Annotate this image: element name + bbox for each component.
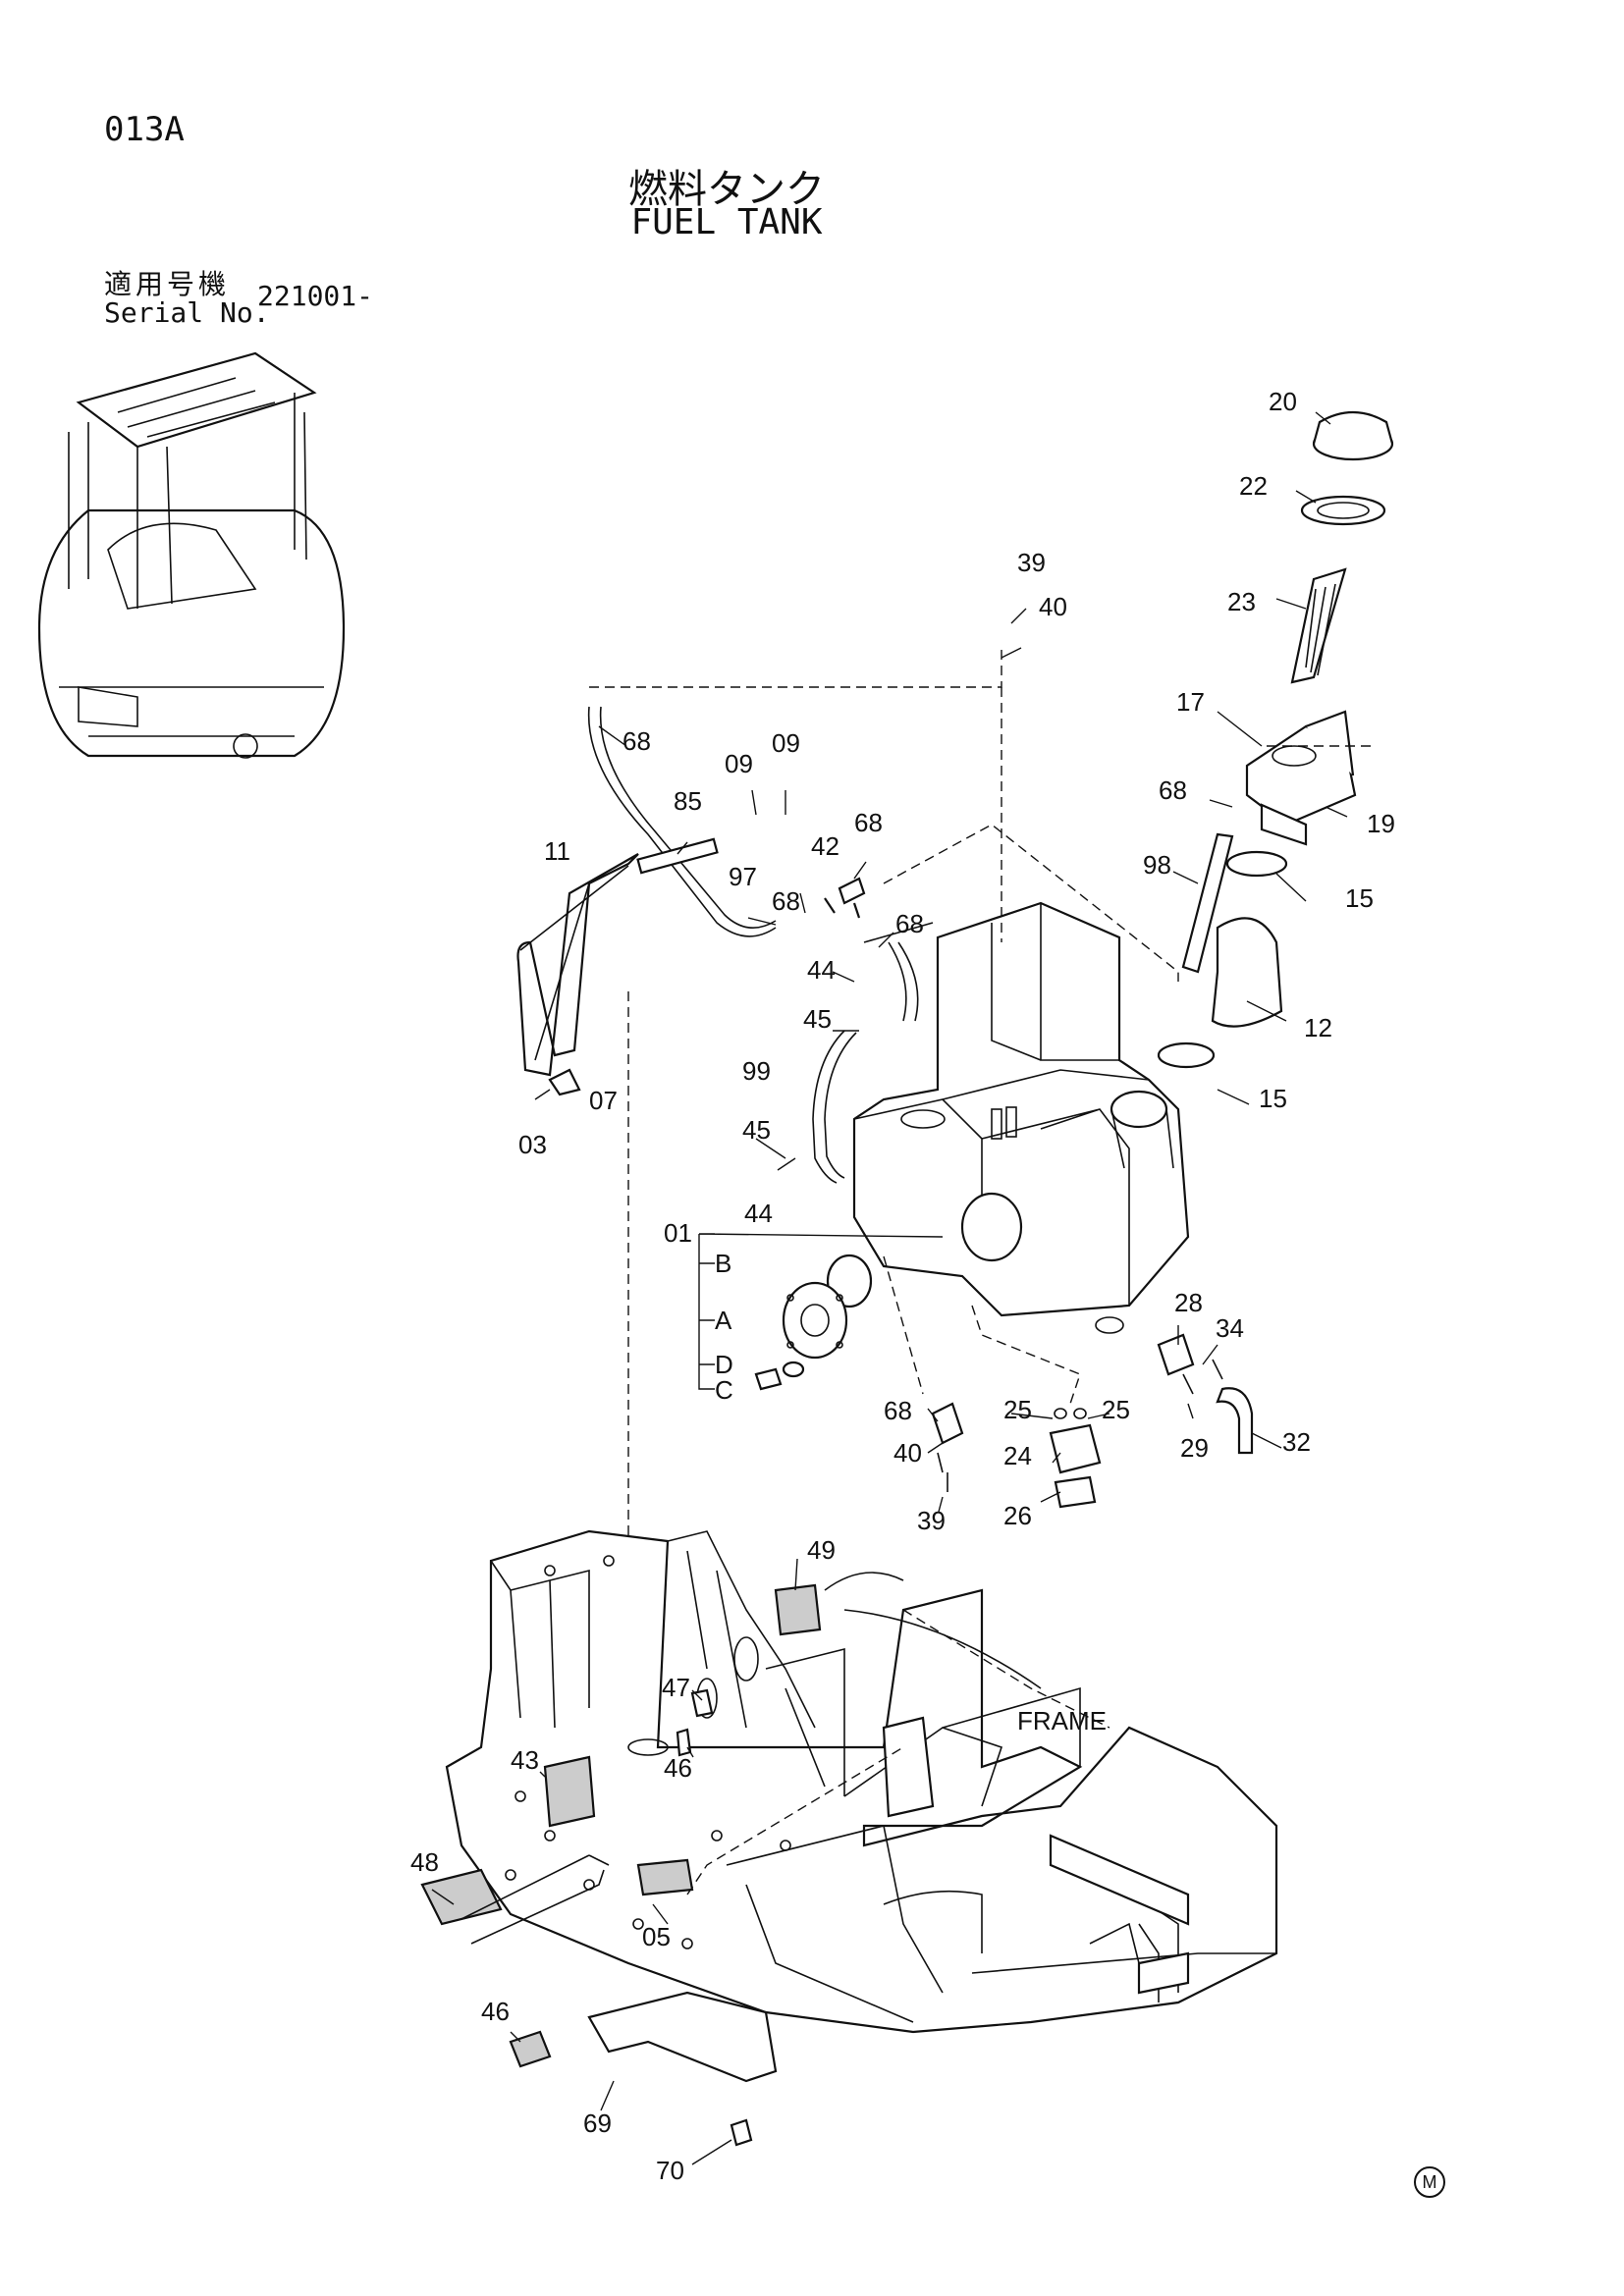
callout-label: 25 bbox=[1003, 1395, 1032, 1424]
callout-label: 97 bbox=[729, 862, 757, 891]
callout-label: 09 bbox=[772, 728, 800, 758]
callout-label: 29 bbox=[1180, 1433, 1209, 1463]
title-japanese: 燃料タンク bbox=[628, 167, 825, 212]
callout-label: 05 bbox=[642, 1922, 671, 1951]
callout-label: 40 bbox=[1039, 592, 1067, 621]
callout-label: 48 bbox=[410, 1847, 439, 1877]
callout-label: 68 bbox=[895, 909, 924, 938]
callout-label: 26 bbox=[1003, 1501, 1032, 1530]
callout-label: 44 bbox=[807, 955, 836, 985]
page-code: 013A bbox=[104, 110, 185, 149]
callout-label: 28 bbox=[1174, 1288, 1203, 1317]
callout-label: 15 bbox=[1345, 883, 1374, 913]
callout-label: 15 bbox=[1259, 1084, 1287, 1113]
callout-label: 11 bbox=[544, 836, 570, 866]
callout-label: 85 bbox=[674, 786, 702, 816]
callout-label: 22 bbox=[1239, 471, 1268, 501]
callout-label: 98 bbox=[1143, 850, 1171, 880]
callout-label: 68 bbox=[772, 886, 800, 916]
title-english: FUEL TANK bbox=[630, 202, 823, 242]
callout-label: 20 bbox=[1269, 387, 1297, 416]
filler-neck-assembly bbox=[1245, 411, 1394, 846]
callout-label: C bbox=[715, 1375, 733, 1405]
callout-label: 40 bbox=[893, 1438, 922, 1468]
callout-label: B bbox=[715, 1249, 731, 1278]
corner-mark: M bbox=[1414, 2166, 1445, 2198]
sender-unit-parts bbox=[698, 1233, 944, 1391]
filler-hose bbox=[1157, 832, 1288, 1069]
callout-label: 70 bbox=[656, 2156, 684, 2185]
serial-label-japanese: 適用号機 bbox=[104, 268, 231, 300]
callout-label: A bbox=[715, 1306, 732, 1335]
callout-label: 49 bbox=[807, 1535, 836, 1565]
fuel-tank bbox=[852, 901, 1190, 1334]
callout-labels: 20 22 23 17 68 19 98 15 12 15 39 40 68 0… bbox=[410, 387, 1395, 2185]
callout-label: 39 bbox=[917, 1506, 946, 1535]
callout-label: 19 bbox=[1367, 809, 1395, 838]
serial-label-english: Serial No. bbox=[104, 296, 270, 329]
callout-label: 68 bbox=[1159, 775, 1187, 805]
callout-label: 45 bbox=[803, 1004, 832, 1034]
callout-label: 69 bbox=[583, 2109, 612, 2138]
callout-label: 68 bbox=[854, 808, 883, 837]
callout-label: 25 bbox=[1102, 1395, 1130, 1424]
callout-label: 07 bbox=[589, 1086, 618, 1115]
callout-label: 39 bbox=[1017, 548, 1046, 577]
callout-label: 24 bbox=[1003, 1441, 1032, 1470]
callout-label: 42 bbox=[811, 831, 839, 861]
callout-label: 01 bbox=[664, 1218, 692, 1248]
callout-label: 46 bbox=[481, 1997, 510, 2026]
serial-number-value: 221001- bbox=[257, 280, 374, 312]
callout-label: 03 bbox=[518, 1130, 547, 1159]
drain-valve-cluster bbox=[931, 1333, 1254, 1509]
pads-and-covers bbox=[420, 1583, 822, 2147]
callout-label: 68 bbox=[884, 1396, 912, 1425]
leader-lines bbox=[431, 411, 1348, 2165]
callout-label: 47 bbox=[662, 1673, 690, 1702]
callout-label: D bbox=[715, 1350, 733, 1379]
callout-label: 46 bbox=[664, 1753, 692, 1783]
callout-label: 32 bbox=[1282, 1427, 1311, 1457]
excavator-thumbnail bbox=[37, 351, 346, 759]
callout-label: 45 bbox=[742, 1115, 771, 1145]
frame-label: FRAME bbox=[1017, 1706, 1107, 1735]
callout-label: 43 bbox=[511, 1745, 539, 1775]
callout-label: 12 bbox=[1304, 1013, 1332, 1042]
fuel-lines bbox=[516, 706, 934, 1184]
callout-label: 68 bbox=[623, 726, 651, 756]
callout-label: 09 bbox=[725, 749, 753, 778]
callout-label: 17 bbox=[1176, 687, 1205, 717]
callout-label: 23 bbox=[1227, 587, 1256, 616]
callout-label: 99 bbox=[742, 1056, 771, 1086]
callout-label: 34 bbox=[1216, 1313, 1244, 1343]
callout-label: 44 bbox=[744, 1199, 773, 1228]
